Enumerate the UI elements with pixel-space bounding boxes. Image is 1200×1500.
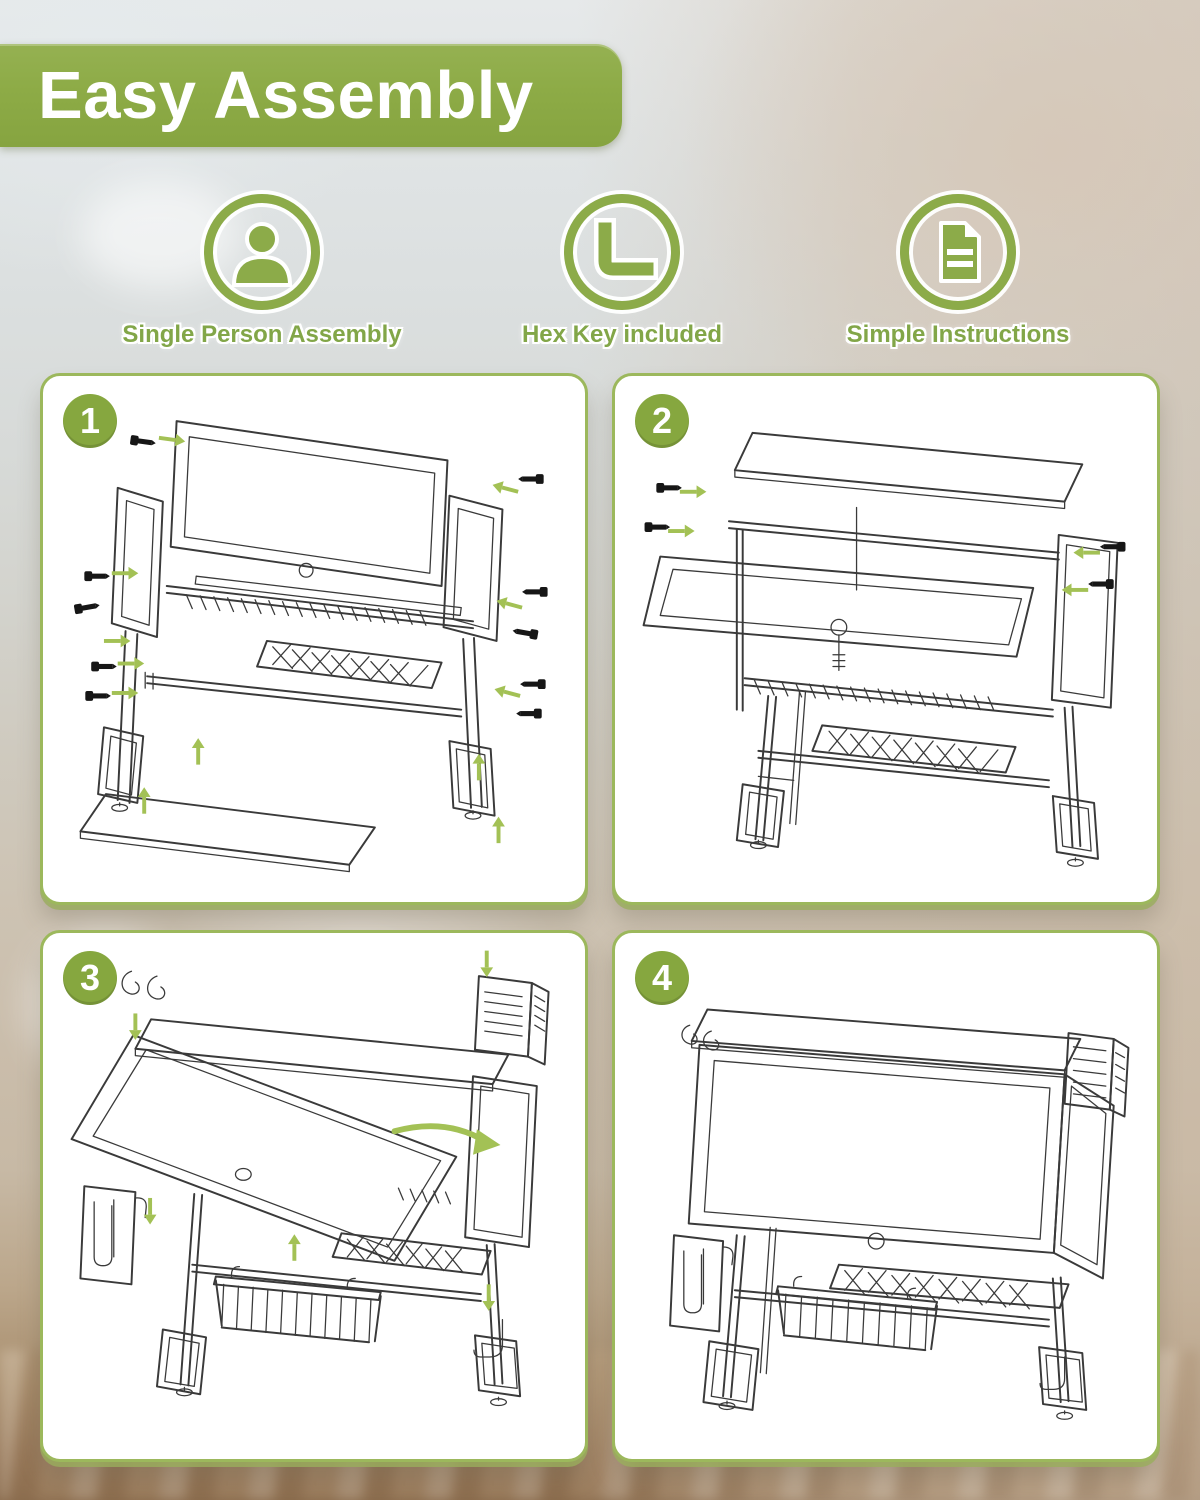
step-panel-1: 1 — [40, 373, 588, 905]
assembly-arrows — [128, 950, 501, 1311]
step-panel-4: 4 — [612, 930, 1160, 1462]
step-panel-3: 3 — [40, 930, 588, 1462]
step-3-illustration — [70, 950, 550, 1407]
page-title: Easy Assembly — [38, 58, 534, 133]
step-number-badge: 1 — [63, 394, 117, 448]
rack-with-open-door — [70, 965, 550, 1407]
step-number-badge: 3 — [63, 951, 117, 1005]
feature-label: Hex Key included — [521, 321, 723, 348]
assembled-rack — [669, 1008, 1130, 1420]
assembly-arrows — [103, 433, 523, 844]
feature-label: Simple Instructions — [846, 321, 1070, 348]
feature-single-person: Single Person Assembly — [100, 194, 424, 349]
step-number-badge: 2 — [635, 394, 689, 448]
step-4-illustration — [669, 1008, 1130, 1420]
hex-key-icon — [564, 194, 680, 310]
frame-with-top-and-door — [642, 431, 1119, 867]
step-2-illustration — [642, 431, 1126, 867]
screws — [644, 482, 1126, 589]
step-1-illustration — [73, 420, 548, 873]
document-icon — [900, 194, 1016, 310]
screws — [73, 435, 548, 719]
step-panel-2: 2 — [612, 373, 1160, 905]
person-icon — [204, 194, 320, 310]
assembly-arrows — [668, 485, 1100, 597]
title-banner: Easy Assembly — [0, 44, 622, 147]
feature-label: Single Person Assembly — [122, 321, 402, 348]
feature-hex-key: Hex Key included — [460, 194, 784, 349]
feature-instructions: Simple Instructions — [796, 194, 1120, 349]
step-number-badge: 4 — [635, 951, 689, 1005]
exploded-frame — [79, 420, 504, 873]
